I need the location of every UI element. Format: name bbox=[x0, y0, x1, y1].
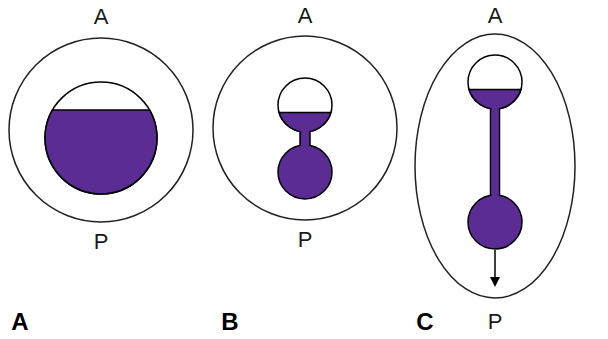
stalk bbox=[491, 95, 500, 215]
purple-region bbox=[45, 110, 157, 194]
direction-arrow bbox=[494, 250, 496, 282]
stalk-fill bbox=[492, 104, 499, 204]
panel-label: A bbox=[11, 310, 28, 334]
axis-label: A bbox=[298, 5, 313, 27]
nucleus-outline bbox=[45, 82, 157, 194]
axis-label: P bbox=[488, 311, 503, 333]
panel-label: C bbox=[416, 310, 433, 334]
axis-label: P bbox=[298, 229, 313, 251]
cell-outline bbox=[415, 34, 575, 298]
panel-label: B bbox=[221, 310, 238, 334]
nucleus-outline bbox=[468, 55, 522, 109]
cell-outline bbox=[9, 38, 193, 222]
axis-label: P bbox=[94, 231, 109, 253]
neck-fill bbox=[301, 128, 309, 150]
axis-label: A bbox=[94, 6, 109, 28]
axis-label: A bbox=[488, 5, 503, 27]
nucleus-outline bbox=[278, 78, 332, 132]
cell-outline bbox=[213, 36, 397, 220]
purple-region bbox=[278, 145, 332, 199]
